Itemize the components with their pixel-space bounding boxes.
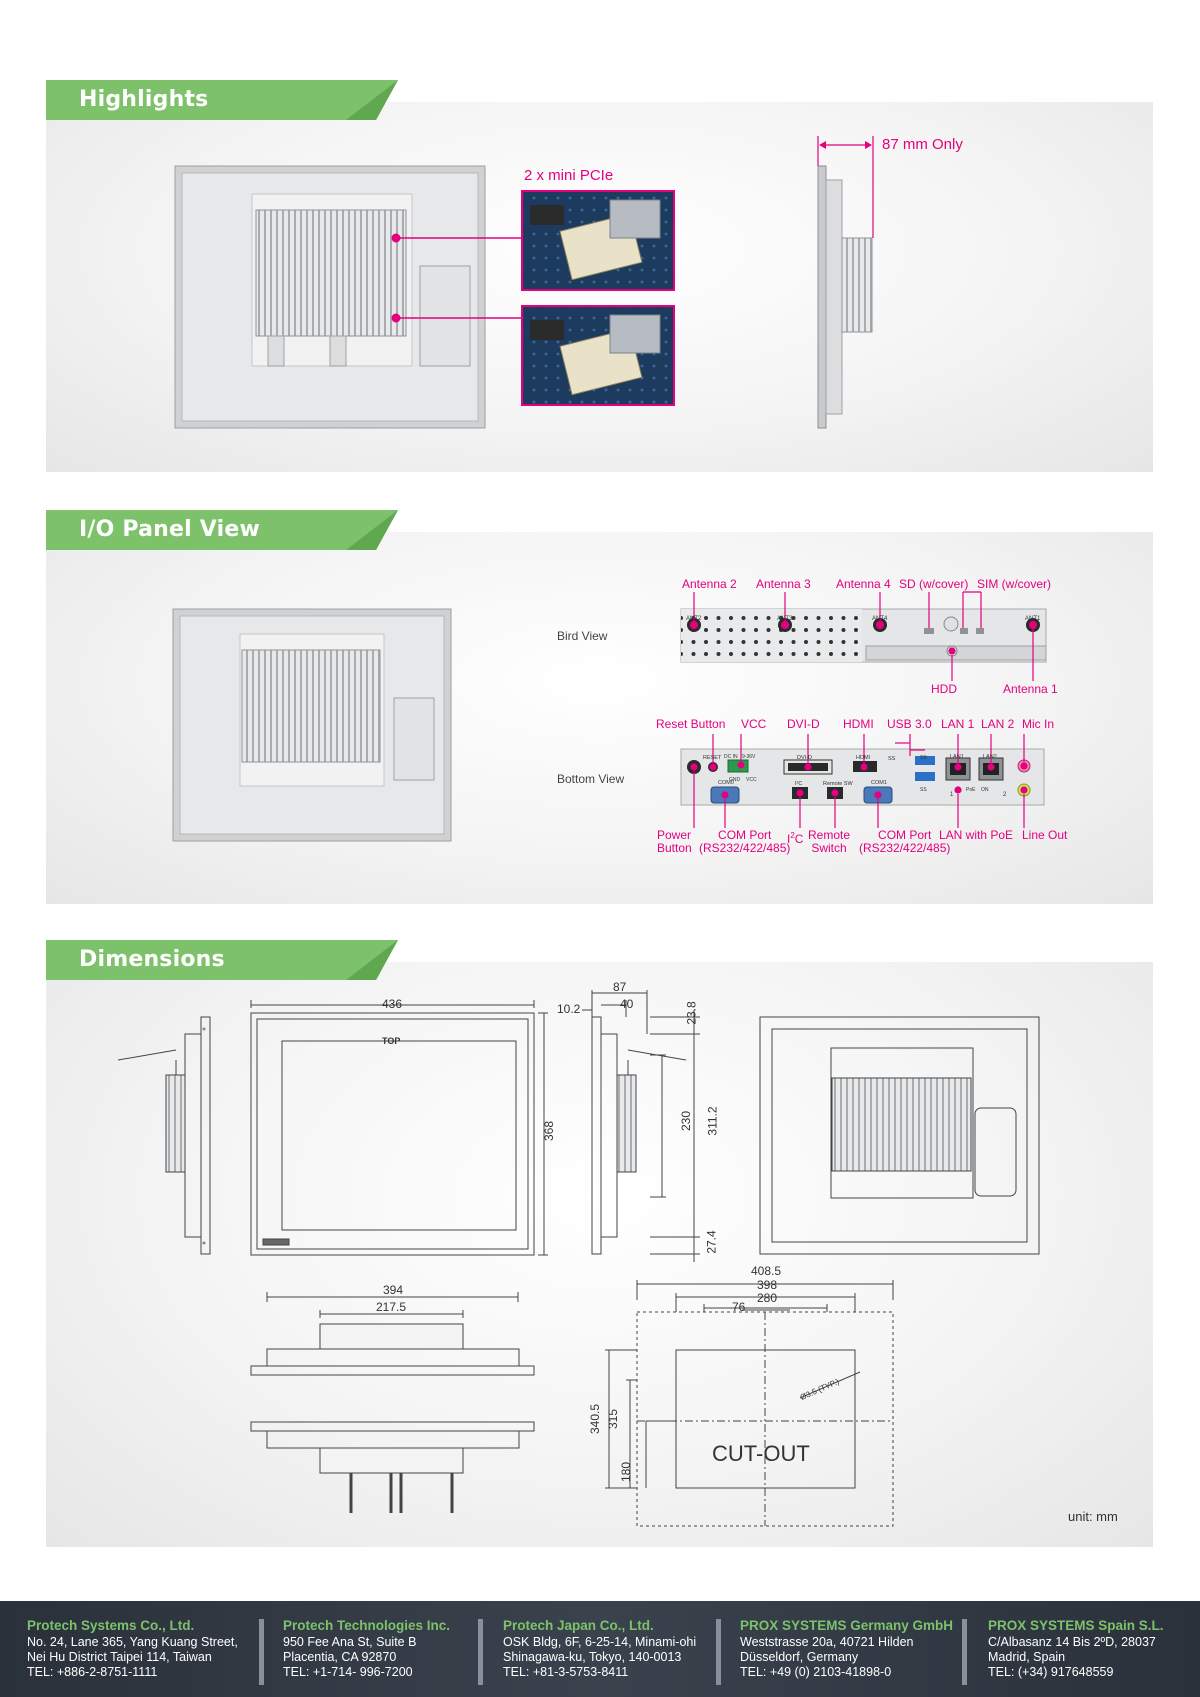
silk-dc-in: DC IN: [724, 754, 738, 760]
dim-front-height: 368: [542, 1120, 557, 1142]
io-title: I/O Panel View: [79, 517, 260, 542]
dim-front-width: 436: [382, 997, 403, 1011]
silk-ss3: SS: [920, 787, 927, 793]
footer-taiwan: Protech Systems Co., Ltd. No. 24, Lane 3…: [27, 1618, 238, 1679]
silk-com0: COM0: [718, 780, 734, 786]
dim-cut-340-5: 340.5: [588, 1403, 603, 1435]
label-usb30: USB 3.0: [887, 717, 932, 731]
dimensions-drawing: [117, 990, 1040, 1527]
silk-ant4: ANT4: [872, 616, 888, 622]
dim-side-230: 230: [679, 1110, 694, 1132]
mini-pcie-photo-2: [521, 305, 675, 406]
highlights-title: Highlights: [79, 87, 209, 112]
label-antenna-2: Antenna 2: [682, 577, 737, 591]
bottom-view-label: Bottom View: [557, 772, 625, 786]
dim-cut-280: 280: [757, 1291, 778, 1305]
label-mic-in: Mic In: [1022, 717, 1055, 731]
silk-hdmi: HDMI: [856, 755, 871, 761]
label-hdd: HDD: [931, 682, 957, 696]
silk-p1: 1: [950, 792, 954, 798]
dim-side-40: 40: [620, 997, 634, 1011]
footer: Protech Systems Co., Ltd. No. 24, Lane 3…: [0, 1601, 1200, 1697]
label-sim: SIM (w/cover): [977, 577, 1052, 591]
label-lan-poe: LAN with PoE: [939, 828, 1014, 842]
dim-cut-398: 398: [757, 1278, 778, 1292]
silk-ss1: SS: [888, 756, 896, 762]
mini-pcie-label: 2 x mini PCIe: [524, 167, 614, 184]
silk-dvid: DVI-D: [797, 755, 812, 761]
label-reset-button: Reset Button: [656, 717, 726, 731]
label-remote-switch: Remote Switch: [808, 828, 851, 855]
highlights-illustration: [174, 136, 874, 429]
label-power-button: Power Button: [657, 828, 692, 855]
dim-bottom-217-5: 217.5: [376, 1300, 407, 1314]
dim-side-23-8: 23.8: [684, 1001, 699, 1025]
footer-divider: [716, 1619, 721, 1685]
silk-lan2: LAN2: [983, 754, 997, 760]
silk-on: ON: [981, 787, 989, 793]
dim-side-27-4: 27.4: [704, 1230, 719, 1254]
silk-dc-range: 9-36V: [742, 754, 756, 760]
label-lan-1: LAN 1: [941, 717, 975, 731]
footer-germany: PROX SYSTEMS Germany GmbH Weststrasse 20…: [740, 1618, 954, 1679]
bird-view-image: [680, 608, 1047, 663]
dimensions-title: Dimensions: [79, 947, 225, 972]
silk-lan1: LAN1: [950, 754, 964, 760]
dim-bottom-394: 394: [383, 1283, 404, 1297]
footer-japan: Protech Japan Co., Ltd. OSK Bldg, 6F, 6-…: [503, 1618, 697, 1679]
label-dvid: DVI-D: [787, 717, 820, 731]
label-antenna-1: Antenna 1: [1003, 682, 1058, 696]
top-mark: TOP: [382, 1036, 401, 1046]
silk-p2: 2: [1003, 792, 1007, 798]
label-com-port-1: COM Port (RS232/422/485): [699, 828, 791, 855]
silk-vcc: VCC: [746, 777, 757, 783]
cutout-label: CUT-OUT: [712, 1441, 810, 1466]
depth-label: 87 mm Only: [882, 136, 963, 153]
label-i2c: I2C: [787, 831, 804, 846]
side-profile-image: [817, 165, 873, 429]
silk-gnd: GND: [729, 777, 741, 783]
highlights-banner: Highlights: [46, 80, 398, 120]
silk-ss2: SS: [920, 755, 927, 761]
bird-view-label: Bird View: [557, 629, 608, 643]
footer-usa: Protech Technologies Inc. 950 Fee Ana St…: [283, 1618, 451, 1679]
dim-side-10-2: 10.2: [557, 1002, 581, 1016]
footer-divider: [962, 1619, 967, 1685]
footer-divider: [478, 1619, 483, 1685]
io-banner: I/O Panel View: [46, 510, 398, 550]
label-sd: SD (w/cover): [899, 577, 969, 591]
dim-cut-315: 315: [606, 1408, 621, 1430]
dim-cut-76: 76: [732, 1300, 746, 1314]
silk-ant1: ANT1: [1025, 616, 1041, 622]
footer-divider: [259, 1619, 264, 1685]
label-com-port-2: COM Port (RS232/422/485): [859, 828, 951, 855]
io-back-panel-image: [172, 608, 452, 842]
silk-ant3: ANT3: [777, 616, 793, 622]
back-panel-image: [174, 165, 486, 429]
unit-label: unit: mm: [1068, 1509, 1118, 1524]
dim-side-depth: 87: [613, 980, 627, 994]
silk-poe: PoE: [966, 787, 976, 793]
label-lan-2: LAN 2: [981, 717, 1015, 731]
label-vcc: VCC: [741, 717, 767, 731]
label-hdmi: HDMI: [843, 717, 874, 731]
dim-side-311-2: 311.2: [705, 1106, 720, 1136]
label-antenna-3: Antenna 3: [756, 577, 811, 591]
silk-com1: COM1: [871, 780, 887, 786]
dim-cut-408-5: 408.5: [751, 1264, 782, 1278]
silk-remote-sw: Remote SW: [823, 781, 853, 787]
silk-i2c: I²C: [795, 781, 803, 787]
label-line-out: Line Out: [1022, 828, 1068, 842]
dim-cut-180: 180: [619, 1461, 634, 1483]
mini-pcie-photo-1: [521, 190, 675, 291]
io-illustration: [172, 591, 1047, 842]
footer-spain: PROX SYSTEMS Spain S.L. C/Albasanz 14 Bi…: [988, 1618, 1164, 1679]
silk-reset: RESET: [703, 755, 722, 761]
dimensions-banner: Dimensions: [46, 940, 398, 980]
silk-ant2: ANT2: [686, 616, 702, 622]
label-antenna-4: Antenna 4: [836, 577, 891, 591]
